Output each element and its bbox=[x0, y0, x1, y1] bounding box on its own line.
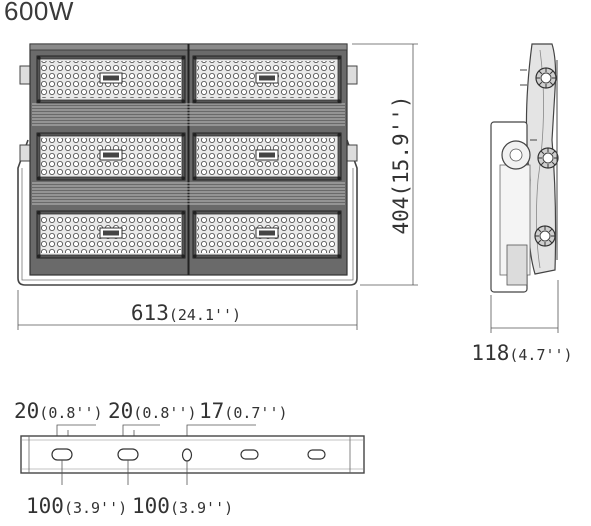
bracket-top-label-1: 20(0.8'') bbox=[14, 399, 103, 423]
slot-5 bbox=[307, 449, 326, 460]
bracket-top-label-3: 17(0.7'') bbox=[199, 399, 288, 423]
bracket-view: 20(0.8'') 20(0.8'') 17(0.7'') 10 bbox=[14, 399, 365, 518]
depth-mm: 118 bbox=[471, 341, 509, 365]
gear-knob bbox=[534, 225, 556, 247]
gear-knob bbox=[535, 67, 557, 89]
hole-3 bbox=[181, 448, 193, 462]
led-module bbox=[36, 210, 186, 259]
slot-2 bbox=[117, 448, 139, 461]
depth-dimension: 118(4.7'') bbox=[471, 280, 573, 365]
front-view bbox=[17, 43, 358, 286]
right-mount-knob bbox=[346, 65, 358, 85]
depth-inch: (4.7'') bbox=[509, 346, 572, 364]
bracket-plate bbox=[20, 435, 365, 474]
side-view bbox=[490, 43, 559, 293]
depth-label-group: 118(4.7'') bbox=[471, 341, 572, 365]
width-dimension: 613(24.1'') bbox=[17, 290, 358, 330]
height-label: 404(15.9'') bbox=[389, 95, 413, 234]
slot-4 bbox=[240, 449, 259, 460]
bracket-bottom-label-1: 100(3.9'') bbox=[26, 494, 127, 518]
left-mount-knob bbox=[19, 65, 31, 85]
led-module bbox=[36, 55, 186, 104]
height-dimension: 404(15.9'') bbox=[352, 43, 418, 286]
led-module bbox=[36, 132, 186, 181]
product-title: 600W bbox=[4, 0, 74, 26]
led-modules bbox=[36, 55, 342, 259]
heat-sink-fins bbox=[32, 103, 345, 205]
bracket-top-label-2: 20(0.8'') bbox=[108, 399, 197, 423]
led-module bbox=[192, 210, 342, 259]
gear-knob bbox=[537, 147, 559, 169]
width-inch: (24.1'') bbox=[169, 306, 241, 324]
led-module bbox=[192, 132, 342, 181]
slot-1 bbox=[51, 448, 73, 461]
led-module bbox=[192, 55, 342, 104]
bracket-bottom-label-2: 100(3.9'') bbox=[132, 494, 233, 518]
yoke-bracket bbox=[17, 139, 358, 286]
width-label-group: 613(24.1'') bbox=[131, 301, 241, 325]
width-mm: 613 bbox=[131, 301, 169, 325]
